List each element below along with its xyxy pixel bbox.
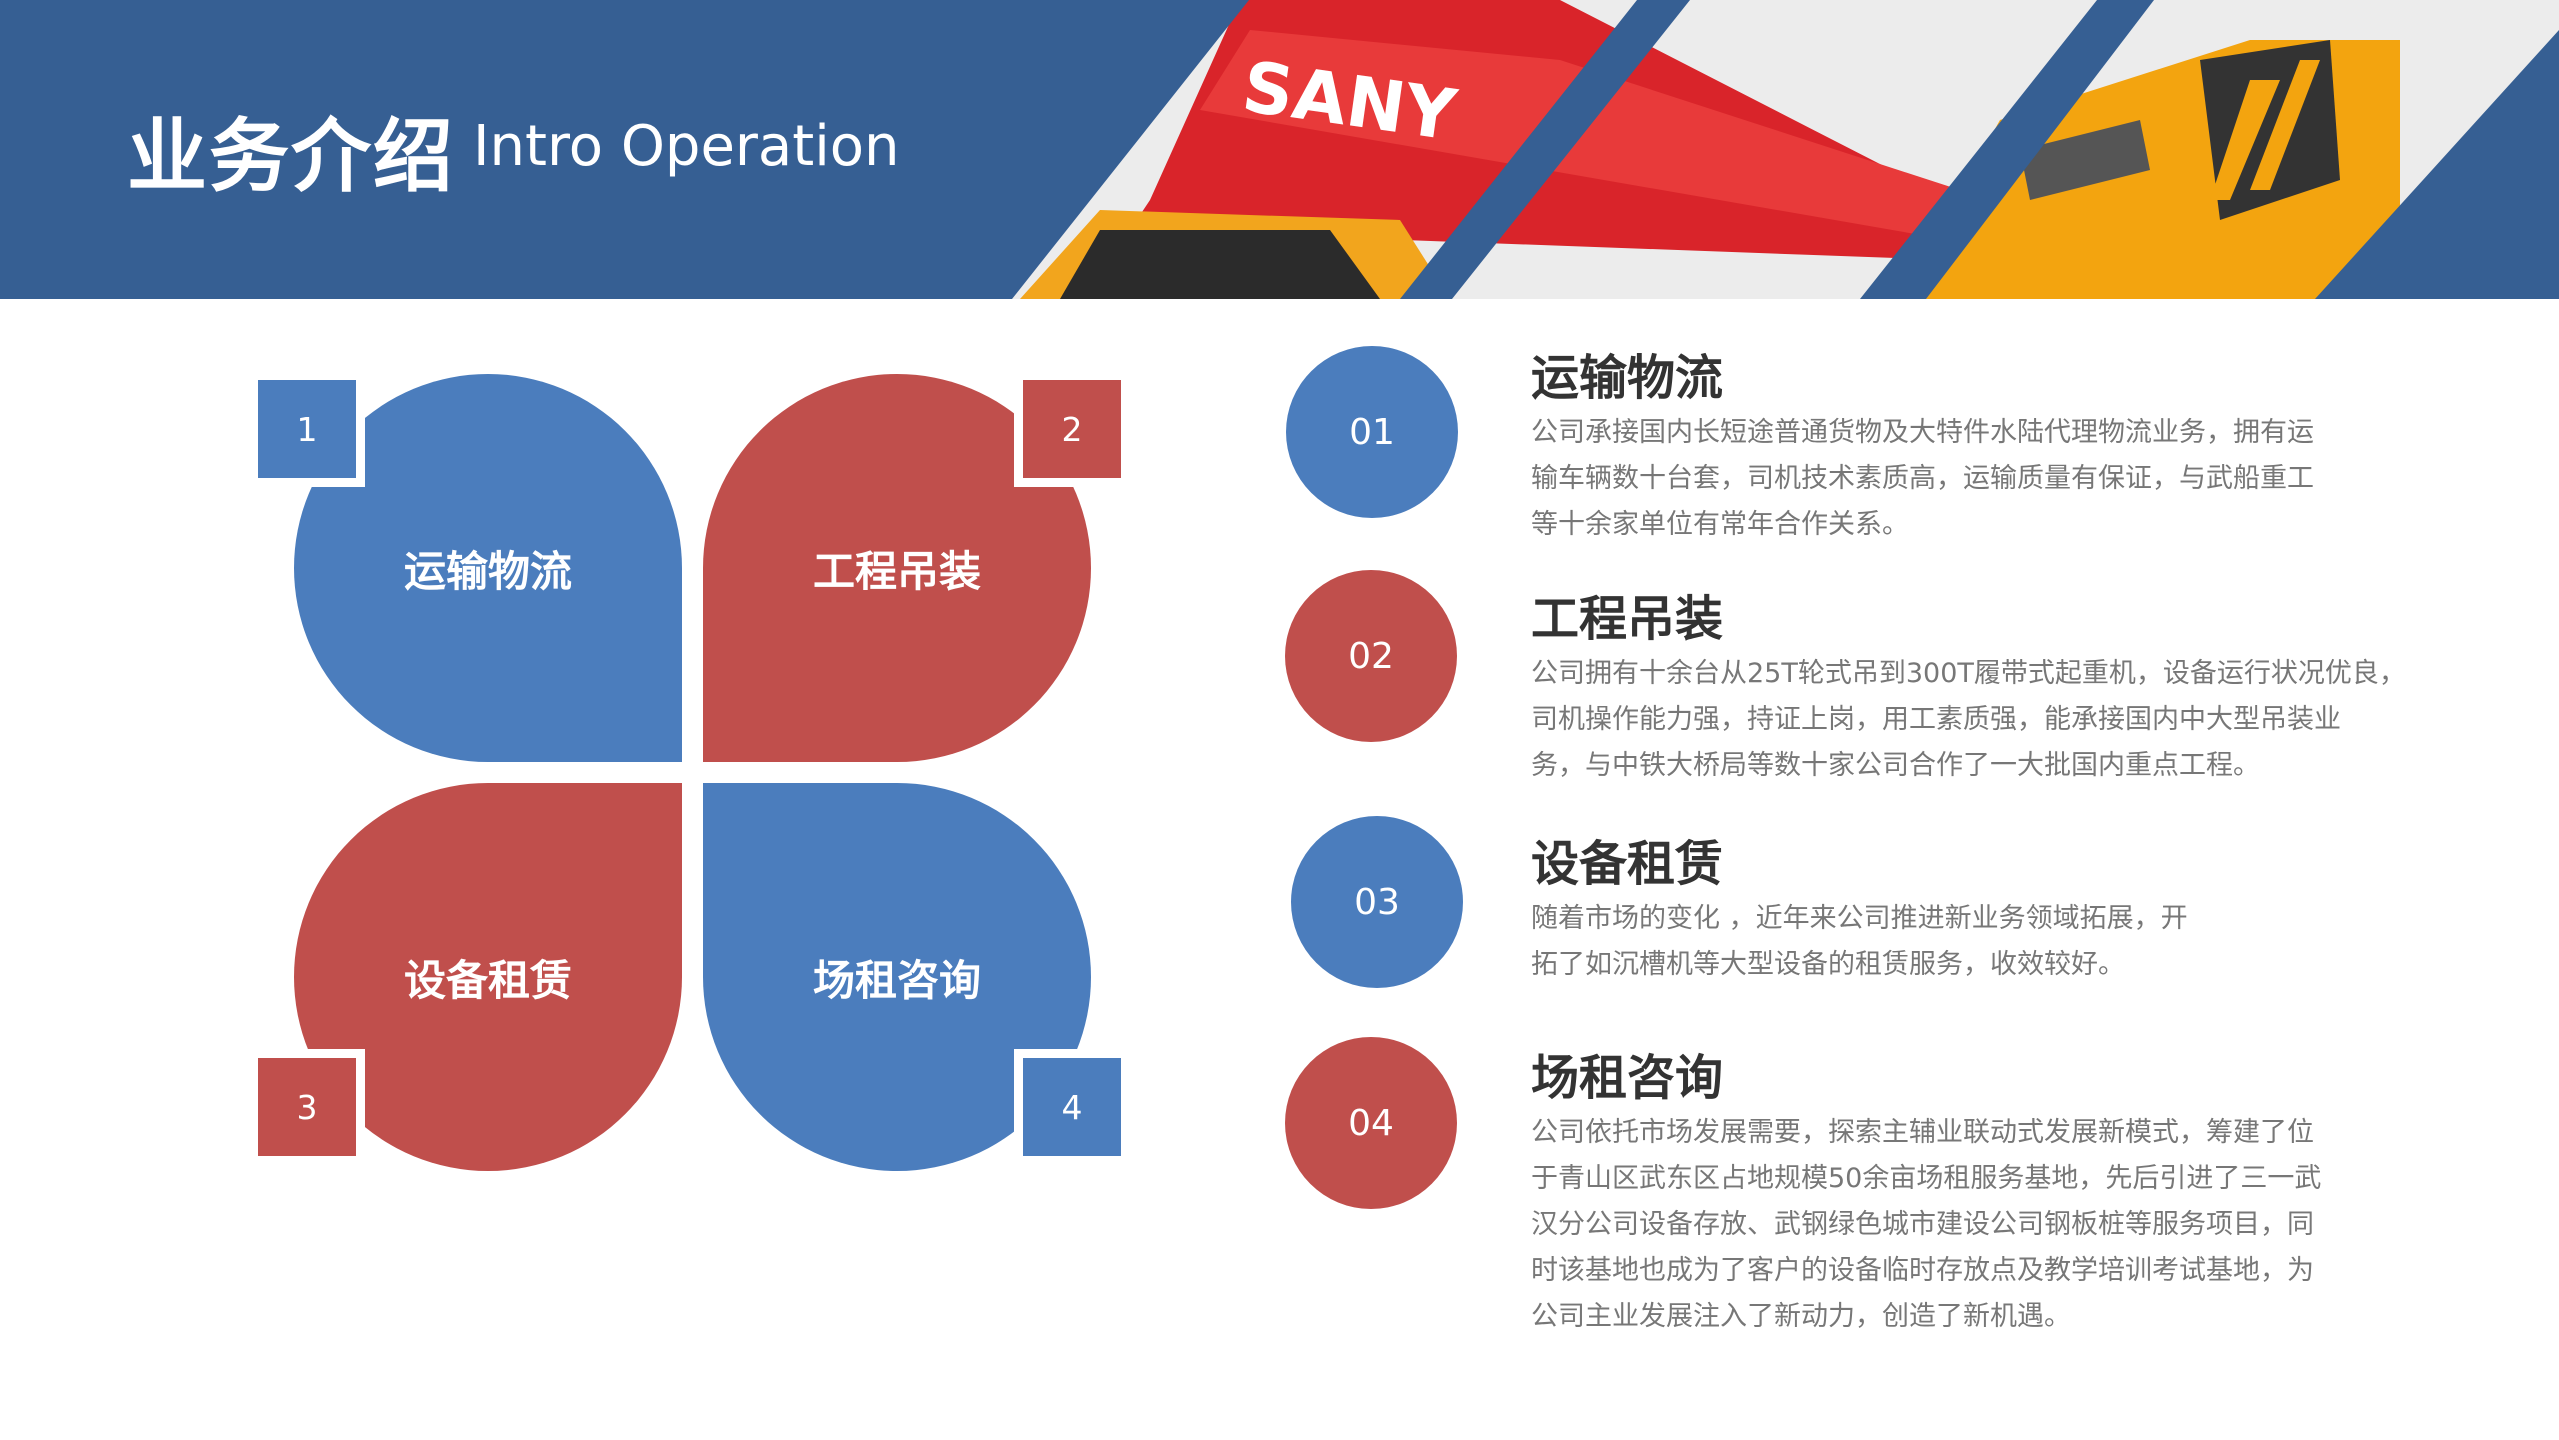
- text-line: 随着市场的变化 ，近年来公司推进新业务领域拓展，开: [1531, 903, 2188, 934]
- item-description: 公司依托市场发展需要，探索主辅业联动式发展新模式，筹建了位 于青山区武东区占地规…: [1531, 1110, 2321, 1340]
- number-badge: 3: [249, 1049, 365, 1165]
- item-number-circle: 03: [1291, 816, 1463, 988]
- text-line: 公司依托市场发展需要，探索主辅业联动式发展新模式，筹建了位: [1531, 1117, 2314, 1148]
- item-number-circle: 02: [1285, 570, 1457, 742]
- text-line: 于青山区武东区占地规模50余亩场租服务基地，先后引进了三一武: [1531, 1163, 2322, 1194]
- number-badge: 1: [249, 371, 365, 487]
- page-title: 业务介绍: [127, 110, 455, 203]
- petal-label: 工程吊装: [812, 546, 981, 596]
- item-number-circle: 01: [1286, 346, 1458, 518]
- petal-label: 场租咨询: [812, 955, 981, 1005]
- page-subtitle: Intro Operation: [473, 114, 900, 179]
- text-line: 输车辆数十台套，司机技术素质高，运输质量有保证，与武船重工: [1531, 463, 2314, 494]
- crane-photo: SANY: [0, 0, 2559, 299]
- header-banner: SANY 业务介绍 Intro Operation: [0, 0, 2559, 299]
- text-line: 等十余家单位有常年合作关系。: [1531, 509, 1909, 540]
- number-badge: 2: [1014, 371, 1130, 487]
- text-line: 拓了如沉槽机等大型设备的租赁服务，收效较好。: [1531, 949, 2125, 980]
- text-line: 公司拥有十余台从25T轮式吊到300T履带式起重机，设备运行状况优良，: [1531, 658, 2406, 689]
- item-description: 公司承接国内长短途普通货物及大特件水陆代理物流业务，拥有运 输车辆数十台套，司机…: [1531, 410, 2314, 548]
- petal-label: 运输物流: [403, 546, 572, 596]
- text-line: 司机操作能力强，持证上岗，用工素质强，能承接国内中大型吊装业: [1531, 704, 2341, 735]
- item-description: 随着市场的变化 ，近年来公司推进新业务领域拓展，开 拓了如沉槽机等大型设备的租赁…: [1531, 896, 2188, 988]
- item-title: 运输物流: [1531, 350, 1724, 406]
- text-line: 时该基地也成为了客户的设备临时存放点及教学培训考试基地，为: [1531, 1255, 2314, 1286]
- text-line: 公司承接国内长短途普通货物及大特件水陆代理物流业务，拥有运: [1531, 417, 2314, 448]
- number-badge: 4: [1014, 1049, 1130, 1165]
- item-description: 公司拥有十余台从25T轮式吊到300T履带式起重机，设备运行状况优良， 司机操作…: [1531, 651, 2406, 789]
- petal-label: 设备租赁: [403, 955, 572, 1005]
- text-line: 公司主业发展注入了新动力，创造了新机遇。: [1531, 1301, 2071, 1332]
- item-title: 工程吊装: [1531, 591, 1724, 647]
- text-line: 汉分公司设备存放、武钢绿色城市建设公司钢板桩等服务项目，同: [1531, 1209, 2314, 1240]
- item-title: 设备租赁: [1531, 836, 1724, 892]
- item-title: 场租咨询: [1531, 1050, 1724, 1106]
- item-number-circle: 04: [1285, 1037, 1457, 1209]
- text-line: 务，与中铁大桥局等数十家公司合作了一大批国内重点工程。: [1531, 750, 2260, 781]
